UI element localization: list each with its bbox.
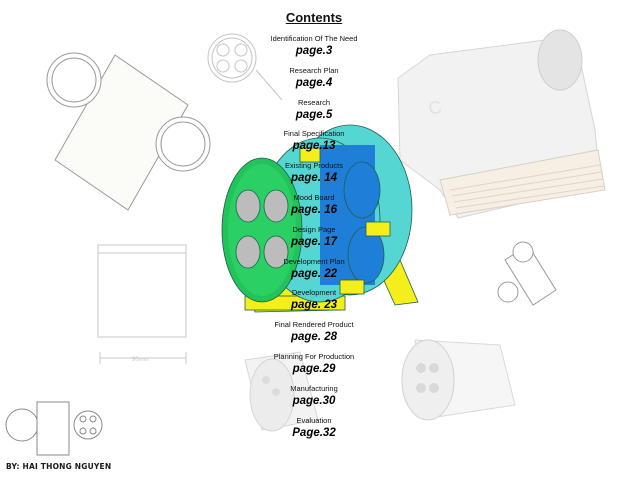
toc-item-label: Identification Of The Need (270, 34, 358, 43)
cylinder-render-bottom-left (244, 351, 319, 432)
toc-item-page: page.29 (292, 362, 336, 375)
toc-item-page: page.13 (292, 140, 336, 153)
cylinder-render-top-right: C (397, 29, 606, 219)
toc-item-label: Existing Products (285, 161, 343, 171)
toc-item-page: page. 14 (290, 172, 338, 185)
toc-item-label: Manufacturing (290, 383, 338, 393)
lid-sketch-top-left (46, 52, 211, 211)
svg-text:90mm: 90mm (132, 357, 149, 363)
toc-item-label: Development (291, 288, 337, 298)
toc-item-page: Page.32 (292, 426, 336, 439)
svg-text:C: C (427, 97, 444, 119)
toc-item-page: page.4 (295, 76, 333, 89)
toc-item-page: page.3 (295, 45, 333, 57)
lid-sketch-bottom-left (5, 401, 103, 456)
toc-item-page: page. 16 (290, 203, 338, 216)
author-credit: BY: HAI THONG NGUYEN (6, 462, 112, 471)
cad-model-render (221, 124, 419, 313)
contents-title: Contents (285, 10, 343, 25)
toc-item-page: page. 28 (290, 331, 338, 344)
toc-item-label: Development Plan (283, 256, 345, 266)
toc-item[interactable]: Identification Of The Need page.3 (228, 34, 400, 66)
table-of-contents: Contents Identification Of The Need page.… (228, 10, 400, 447)
toc-item-page: page. 17 (290, 235, 338, 248)
cylinder-render-bottom-right (401, 339, 516, 421)
technical-drawing: 90mm (97, 244, 187, 364)
toc-item-label: Evaluation (296, 415, 332, 425)
toc-item-label: Research Plan (289, 65, 339, 75)
toc-item-label: Mood Board (293, 192, 335, 202)
toc-item-label: Final Specification (283, 129, 345, 139)
toc-item-page: page. 23 (290, 299, 338, 312)
top-view-sketch (207, 33, 283, 101)
toc-item-label: Research (297, 97, 331, 107)
toc-item-page: page.30 (292, 394, 336, 407)
toc-item-page: page. 22 (290, 267, 338, 280)
toc-item-label: Final Rendered Product (274, 320, 354, 330)
toc-item-label: Design Page (292, 224, 336, 234)
lid-sketch-right (497, 241, 557, 306)
toc-item-page: page.5 (295, 108, 333, 121)
toc-item-label: Planning For Production (273, 351, 355, 361)
